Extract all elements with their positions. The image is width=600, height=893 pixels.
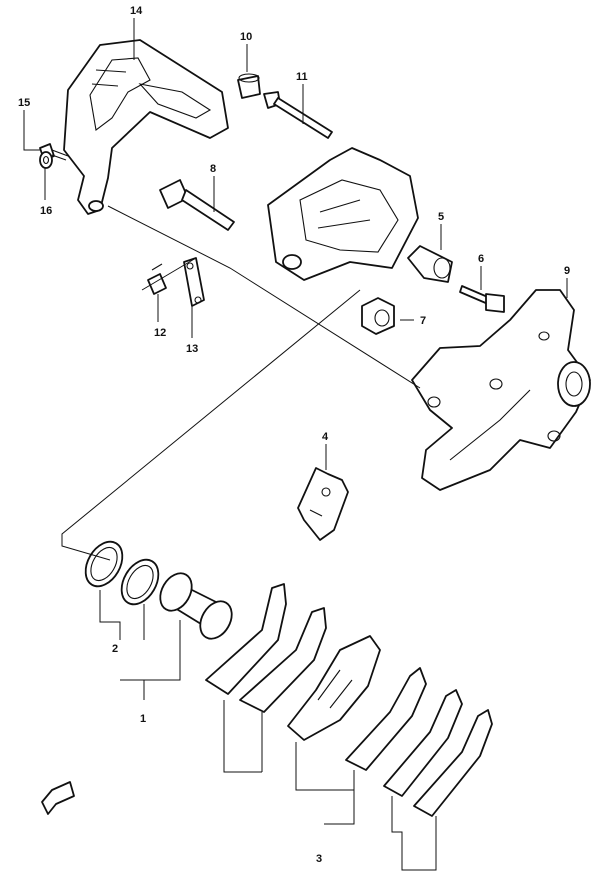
callout-1: 1 (140, 713, 146, 725)
callout-leaders (23, 18, 568, 470)
part-7-boot (361, 297, 395, 335)
callout-13: 13 (186, 343, 198, 355)
part-2-piston-seals (84, 540, 160, 606)
part-11-pad-pin (263, 91, 333, 139)
callout-9: 9 (564, 265, 570, 277)
piston (159, 572, 233, 640)
callout-6: 6 (478, 253, 484, 265)
part-8-slide-pin (159, 179, 235, 231)
part-3-pad-set (205, 583, 493, 817)
callout-12: 12 (154, 327, 166, 339)
callout-10: 10 (240, 31, 252, 43)
part-14-caliper-bracket (63, 39, 229, 215)
leader-lines (61, 205, 437, 871)
part-16-washer (39, 151, 53, 169)
callout-16: 16 (40, 205, 52, 217)
part-5-sleeve (407, 245, 453, 283)
part-10-rubber-plug (237, 73, 261, 99)
part-4-pad-spring (297, 467, 349, 541)
part-13-clip (183, 257, 205, 307)
front-arrow-icon (41, 781, 75, 815)
callout-4: 4 (322, 431, 329, 443)
callout-5: 5 (438, 211, 444, 223)
callout-3: 3 (316, 853, 322, 865)
callout-15: 15 (18, 97, 30, 109)
callout-11: 11 (296, 71, 308, 83)
caliper-body (267, 147, 419, 281)
part-6-bolt (459, 285, 505, 313)
part-9-caliper-bracket (411, 289, 591, 491)
callout-14: 14 (130, 5, 143, 17)
callout-7: 7 (420, 315, 426, 327)
callout-2: 2 (112, 643, 118, 655)
part-12-bleeder-valve (147, 263, 167, 295)
callout-8: 8 (210, 163, 216, 175)
